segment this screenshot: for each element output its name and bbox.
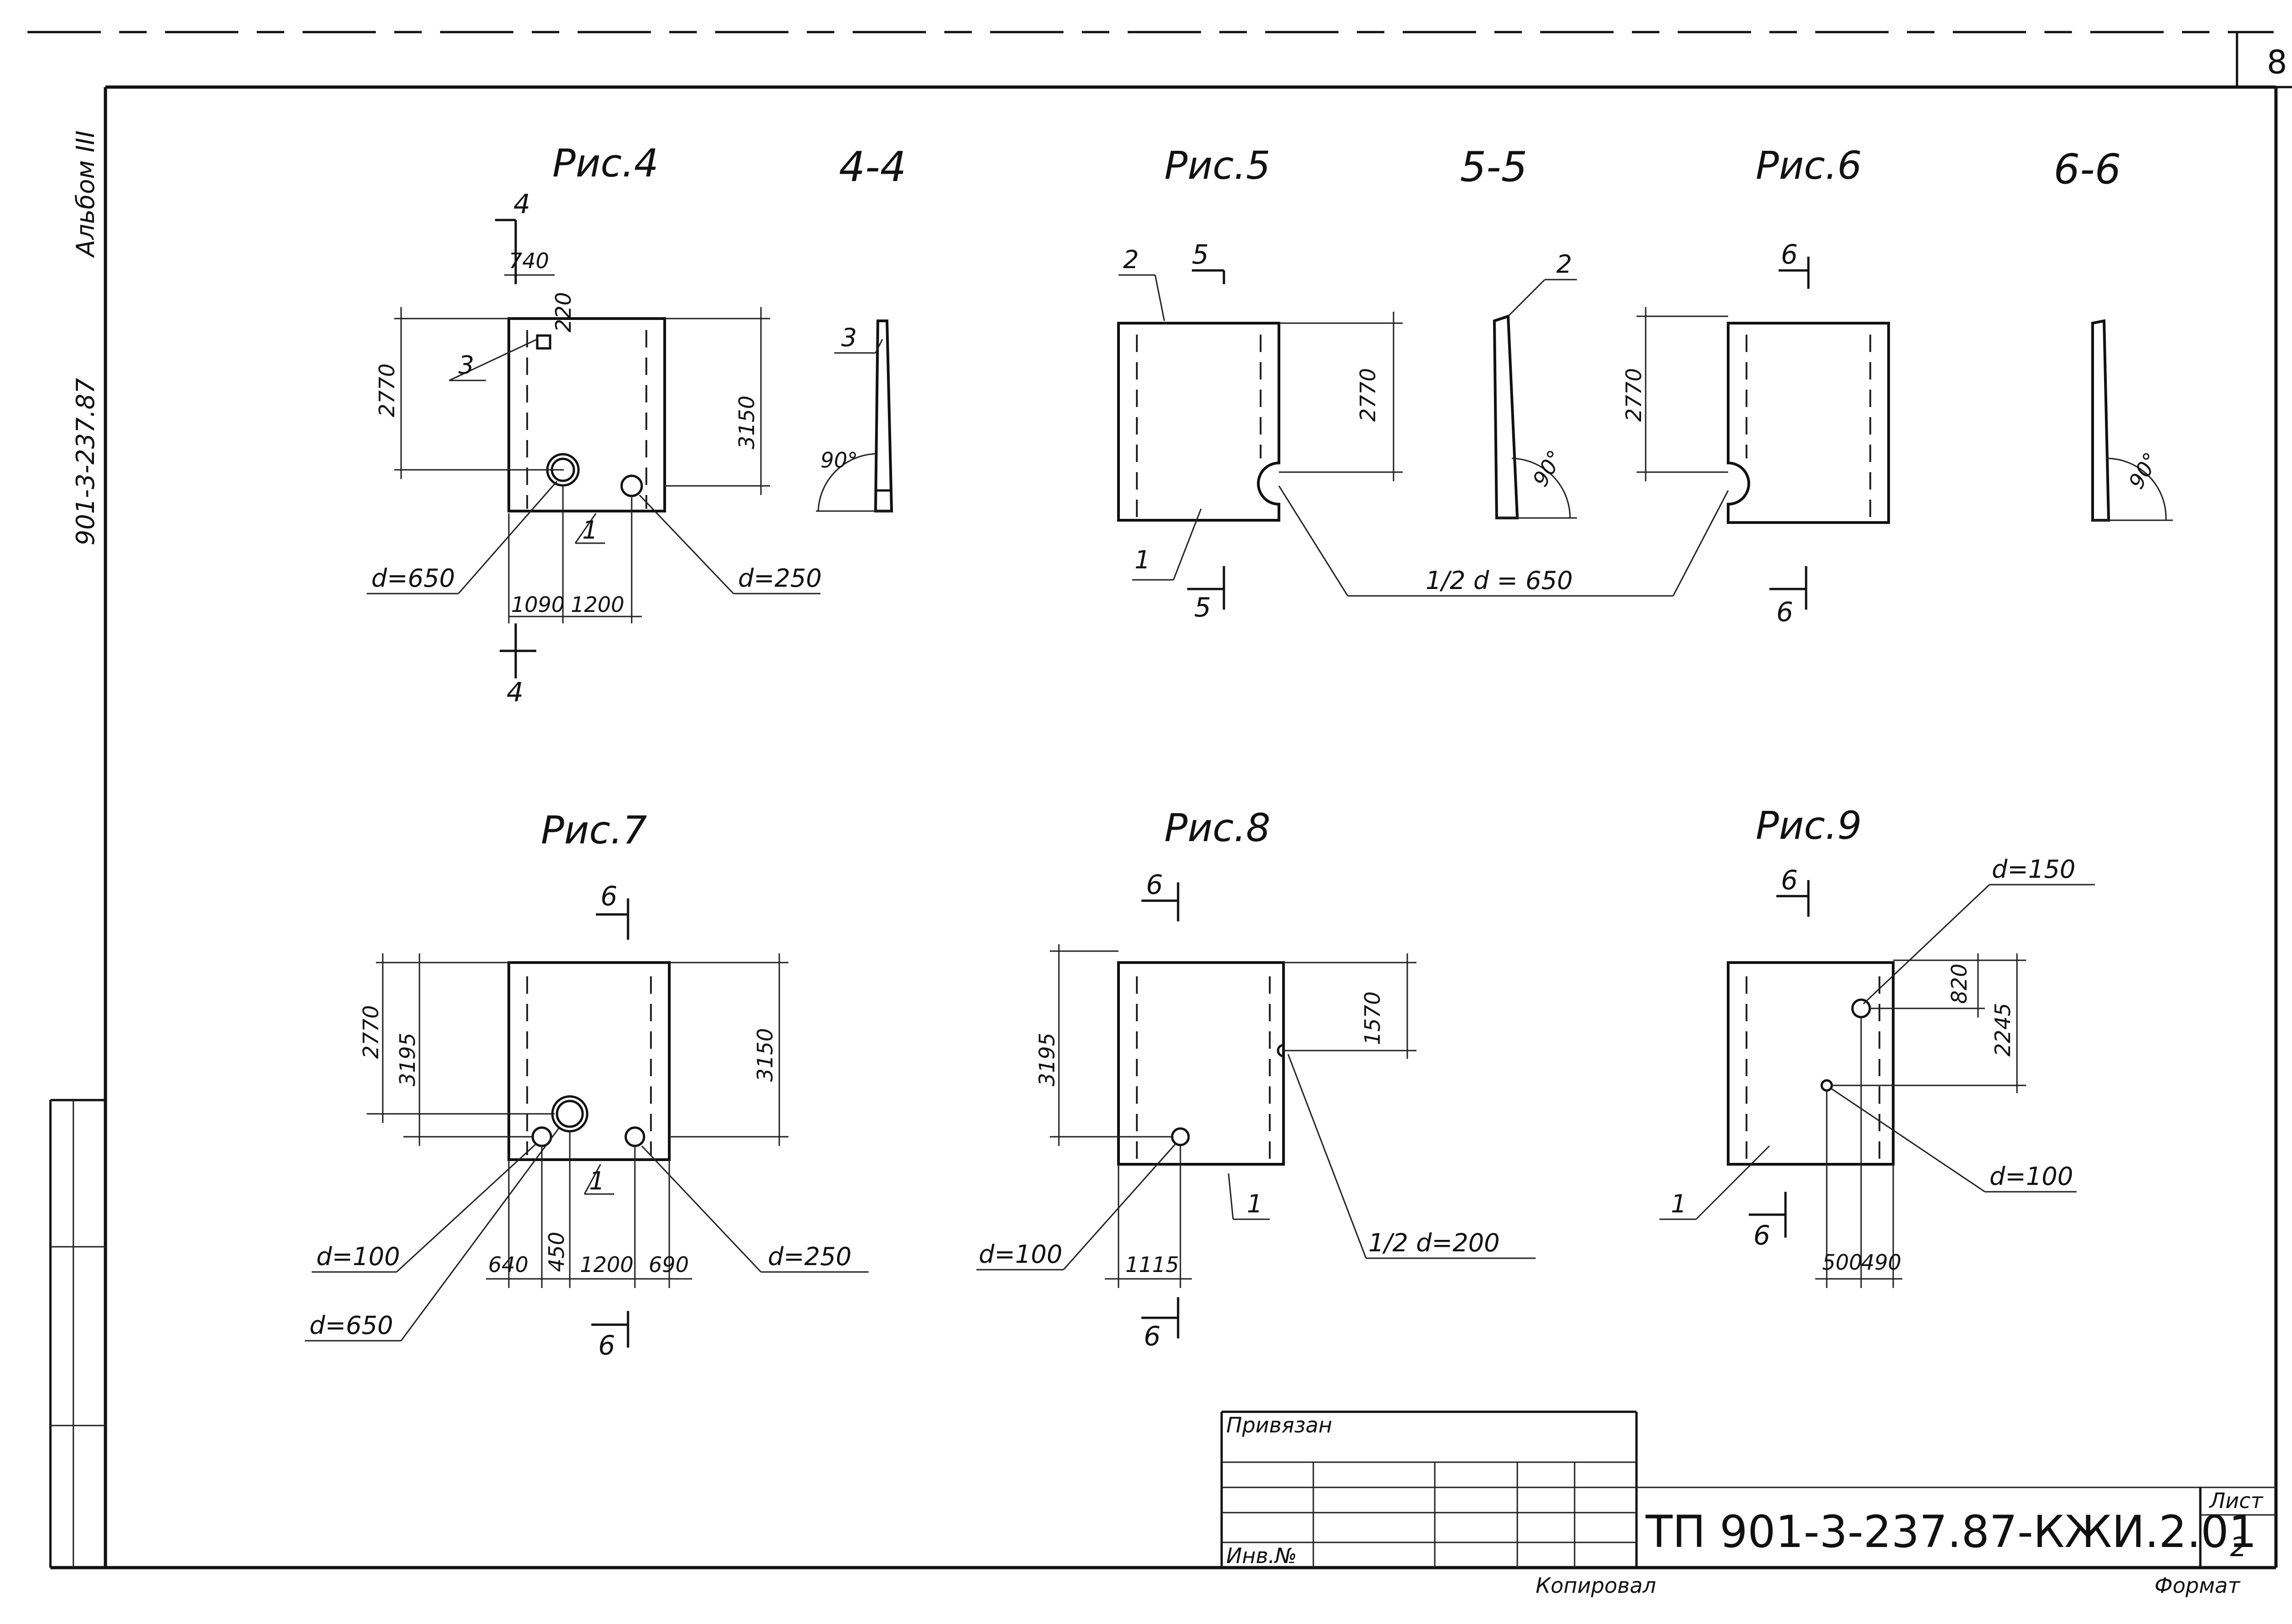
fig4-dim-220: 220 xyxy=(551,292,576,332)
title-block-inv: Инв.№ xyxy=(1226,1543,1297,1568)
fig4-section-title: 4-4 xyxy=(839,143,906,191)
fig5-angle: 90° xyxy=(1528,446,1568,491)
fig7-dim-450: 450 xyxy=(544,1232,569,1272)
title-block xyxy=(1220,1410,2276,1568)
fig4-dim-3150: 3150 xyxy=(734,396,759,449)
fig5-plate xyxy=(1117,322,1280,522)
fig4-dim-1090: 1090 xyxy=(511,592,565,617)
fig8-plate xyxy=(1117,961,1285,1166)
fig7-cut-top: 6 xyxy=(601,881,617,912)
fig7-dim-2770: 2770 xyxy=(358,1005,383,1059)
fig5-section-callout-2: 2 xyxy=(1556,250,1572,279)
figure-7: Рис.7 2770 3195 3150 640 450 1200 690 6 xyxy=(305,808,869,1361)
fig8-title: Рис.8 xyxy=(1164,805,1271,850)
fig5-cut-top: 5 xyxy=(1192,239,1209,270)
fig6-dim-2770: 2770 xyxy=(1621,368,1646,422)
fig9-cut-top: 6 xyxy=(1781,864,1798,896)
fig4-embed-3 xyxy=(536,334,551,350)
fig7-dim-640: 640 xyxy=(488,1252,529,1277)
fig6-cut-bottom: 6 xyxy=(1776,596,1793,628)
title-block-code: ТП 901-3-237.87-КЖИ.2.01 xyxy=(1645,1506,2257,1558)
fig6-title: Рис.6 xyxy=(1756,143,1862,188)
title-block-copied: Копировал xyxy=(1536,1573,1656,1598)
fig9-title: Рис.9 xyxy=(1756,803,1862,848)
fig6-plate xyxy=(1727,322,1890,524)
fig4-angle: 90° xyxy=(821,448,858,473)
fig4-hole-small xyxy=(620,474,643,497)
figure-6: Рис.6 6-6 2770 6 6 90° xyxy=(1621,143,2173,628)
fig4-section-callout-3: 3 xyxy=(841,323,857,352)
title-block-format: Формат xyxy=(2154,1573,2241,1598)
fig7-callout-1: 1 xyxy=(589,1167,605,1195)
fig4-cut-bottom: 4 xyxy=(507,677,523,708)
fig7-title: Рис.7 xyxy=(541,808,647,853)
fig8-cut-top: 6 xyxy=(1146,869,1163,900)
figure-9: Рис.9 820 2245 500 490 6 6 1 d=150 d=100 xyxy=(1659,803,2095,1288)
fig5-cut-bottom: 5 xyxy=(1194,592,1211,623)
left-stamp-box xyxy=(49,1099,105,1568)
fig6-cut-top: 6 xyxy=(1781,239,1798,270)
fig8-callout-1: 1 xyxy=(1247,1189,1262,1218)
fig5-section-title: 5-5 xyxy=(1460,143,1527,191)
fig4-dim-2770: 2770 xyxy=(375,363,399,417)
fig6-section-profile xyxy=(2091,319,2110,522)
fig8-half-hole-label: 1/2 d=200 xyxy=(1368,1228,1500,1257)
fig5-dim-2770: 2770 xyxy=(1355,368,1380,422)
fig9-hole-150 xyxy=(1851,998,1871,1018)
series-label: 901-3-237.87 xyxy=(71,378,100,545)
fig7-dim-690: 690 xyxy=(649,1252,689,1277)
fig6-section-title: 6-6 xyxy=(2054,145,2121,193)
fig5-section-profile xyxy=(1493,314,1519,519)
fig6-angle: 90° xyxy=(2124,448,2164,493)
fig5-title: Рис.5 xyxy=(1164,143,1271,188)
fig9-cut-bottom: 6 xyxy=(1753,1220,1770,1251)
fig7-dim-1200: 1200 xyxy=(580,1252,634,1277)
figure-4: Рис.4 4-4 2770 3150 740 220 1090 1200 4 … xyxy=(367,141,906,708)
fig4-hole-small-label: d=250 xyxy=(738,564,822,593)
fig4-dim-1200: 1200 xyxy=(571,592,624,617)
figure-5: Рис.5 5-5 2770 5 5 2 1 90° 2 xyxy=(1117,143,1577,623)
fig9-hole-150-label: d=150 xyxy=(1992,855,2076,884)
fig8-dim-3195: 3195 xyxy=(1035,1033,1059,1086)
fig4-cut-top: 4 xyxy=(513,188,530,220)
fig9-dim-2245: 2245 xyxy=(1990,1003,2015,1057)
title-block-sheet-label: Лист xyxy=(2209,1488,2264,1513)
fig7-hole-650-label: d=650 xyxy=(309,1311,393,1340)
fig7-cut-bottom: 6 xyxy=(598,1330,615,1361)
fig9-callout-1: 1 xyxy=(1671,1189,1686,1218)
fig9-dim-500: 500 xyxy=(1822,1250,1862,1275)
title-block-sheet-value: 2 xyxy=(2230,1531,2247,1563)
fig7-hole-100-label: d=100 xyxy=(316,1242,400,1271)
fig9-hole-100-label: d=100 xyxy=(1989,1162,2073,1191)
fig8-cut-bottom: 6 xyxy=(1144,1321,1161,1352)
sheet-corner-number: 8 xyxy=(2267,44,2287,81)
fig4-hole-large-label: d=650 xyxy=(371,564,455,593)
figure-8: Рис.8 3195 1570 1115 6 6 1 d=100 1/2 d=2… xyxy=(976,805,1536,1352)
fig4-title: Рис.4 xyxy=(552,141,659,186)
fig9-plate xyxy=(1727,961,1895,1166)
fig9-dim-820: 820 xyxy=(1947,963,1972,1004)
half-hole-650-label: 1/2 d = 650 xyxy=(1426,566,1573,595)
fig4-callout-1: 1 xyxy=(582,516,598,545)
fig7-plate xyxy=(507,961,671,1161)
fig7-dim-3150: 3150 xyxy=(753,1028,777,1082)
fig8-hole-100-label: d=100 xyxy=(979,1240,1063,1269)
fig9-dim-490: 490 xyxy=(1861,1250,1901,1275)
album-label: Альбом III xyxy=(71,131,100,258)
fig4-callout-3: 3 xyxy=(458,351,474,380)
fig7-hole-250-label: d=250 xyxy=(768,1242,852,1271)
fig5-callout-1: 1 xyxy=(1135,545,1150,574)
title-block-attached: Привязан xyxy=(1226,1413,1332,1437)
fig8-dim-1115: 1115 xyxy=(1125,1252,1179,1277)
fig8-dim-1570: 1570 xyxy=(1360,991,1385,1045)
fig7-dim-3195: 3195 xyxy=(395,1033,420,1086)
fig5-callout-2: 2 xyxy=(1123,245,1139,274)
sheet-frame xyxy=(28,31,2292,1569)
half-hole-650-callout: 1/2 d = 650 xyxy=(1278,485,1729,597)
